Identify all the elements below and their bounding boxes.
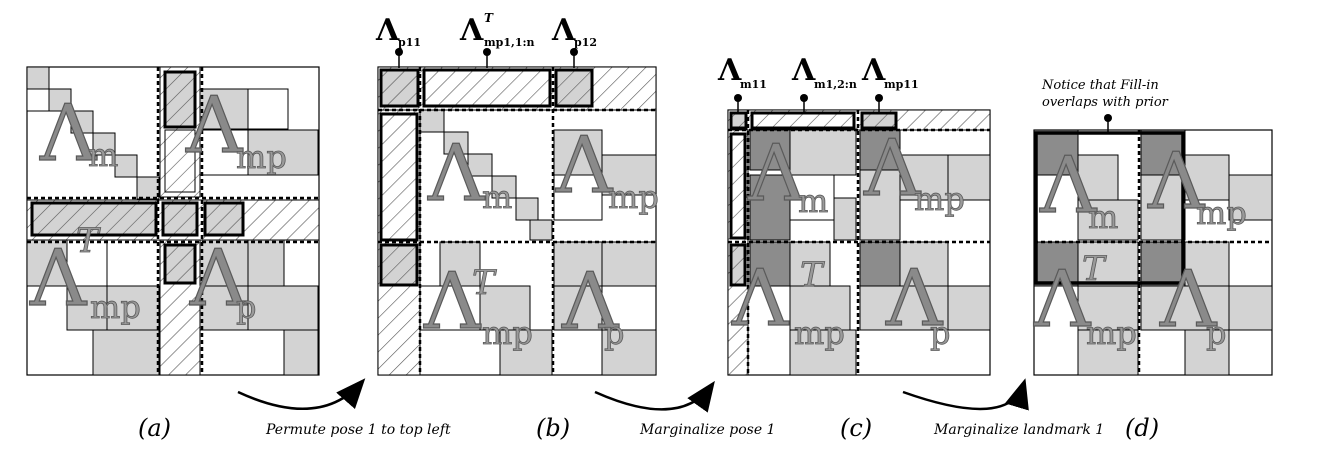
panel-b: Λ p11 Λ T mp1,1:n Λ p12 Λ m Λ mp T Λ mp … xyxy=(375,11,659,376)
label-lambda-mp-row: Λ xyxy=(459,13,484,48)
label-lambda-p11: Λ xyxy=(375,13,400,48)
lambda-mpT-superscript: T xyxy=(800,255,825,295)
arrow-label-permute: Permute pose 1 to top left xyxy=(265,422,451,438)
lambda-mp-symbol: Λ xyxy=(1147,137,1206,227)
lambda-m-subscript: m xyxy=(482,178,512,216)
label-lambda-mp-row-sub: mp1,1:n xyxy=(484,36,535,49)
panel-a: Λ m Λ mp T Λ mp Λ p xyxy=(26,66,320,376)
lambda-mp-subscript: mp xyxy=(608,178,659,216)
label-lambda-m11: Λ xyxy=(717,53,742,88)
lambda-mp-symbol: Λ xyxy=(863,124,922,214)
arrow-b-to-c xyxy=(594,380,715,413)
caption-b: (b) xyxy=(536,414,570,442)
label-lambda-m-row-sub: m1,2:n xyxy=(814,78,857,91)
panel-c: Λ m11 Λ m1,2:n Λ mp11 Λ m Λ mp T Λ mp Λ … xyxy=(717,53,991,376)
lambda-mpT-subscript: mp xyxy=(794,314,845,352)
label-lambda-m-row: Λ xyxy=(791,53,816,88)
lambda-mp-subscript: mp xyxy=(914,180,965,218)
lambda-p-subscript: p xyxy=(236,288,256,326)
lambda-mp-symbol: Λ xyxy=(185,81,244,171)
arrow-c-to-d xyxy=(902,378,1029,411)
lambda-mpT-subscript: mp xyxy=(1086,314,1137,352)
lambda-mpT-symbol: Λ xyxy=(731,254,790,344)
lambda-p-symbol: Λ xyxy=(885,254,944,344)
lambda-p-subscript: p xyxy=(604,314,624,352)
lambda-mp-subscript: mp xyxy=(236,138,287,176)
arrow-a-to-b xyxy=(237,378,366,411)
caption-c: (c) xyxy=(840,414,872,442)
lambda-p-symbol: Λ xyxy=(1159,255,1218,345)
label-lambda-mp11: Λ xyxy=(861,53,886,88)
lambda-mp-symbol: Λ xyxy=(555,121,614,211)
arrow-label-marginalize-pose: Marginalize pose 1 xyxy=(639,422,775,438)
lambda-mpT-subscript: mp xyxy=(482,314,533,352)
lambda-mpT-symbol: Λ xyxy=(1033,255,1092,345)
note-line-1: Notice that Fill-in xyxy=(1041,78,1159,93)
label-lambda-p11-sub: p11 xyxy=(398,36,421,49)
lambda-mpT-superscript: T xyxy=(472,263,497,303)
lambda-mpT-symbol: Λ xyxy=(29,234,88,324)
lambda-m-symbol: Λ xyxy=(1039,141,1098,231)
lambda-m-symbol: Λ xyxy=(747,129,806,219)
caption-d: (d) xyxy=(1125,414,1159,442)
label-lambda-mp-row-sup: T xyxy=(484,11,494,25)
lambda-p-symbol: Λ xyxy=(189,234,248,324)
lambda-m-subscript: m xyxy=(88,136,118,174)
lambda-mpT-subscript: mp xyxy=(90,288,141,326)
label-lambda-p12-sub: p12 xyxy=(574,36,597,49)
lambda-mpT-superscript: T xyxy=(76,221,101,261)
lambda-p-subscript: p xyxy=(1206,314,1226,352)
arrow-label-marginalize-landmark: Marginalize landmark 1 xyxy=(933,422,1104,438)
lambda-mpT-superscript: T xyxy=(1082,249,1107,289)
panel-d: Notice that Fill-in overlaps with prior … xyxy=(1032,78,1273,376)
lambda-m-symbol: Λ xyxy=(39,89,98,179)
caption-a: (a) xyxy=(138,414,171,442)
lambda-p-symbol: Λ xyxy=(561,257,620,347)
transition-arrows xyxy=(237,378,1029,413)
lambda-m-symbol: Λ xyxy=(427,129,486,219)
label-lambda-mp11-sub: mp11 xyxy=(884,78,919,91)
label-lambda-m11-sub: m11 xyxy=(740,78,767,91)
lambda-mpT-symbol: Λ xyxy=(423,257,482,347)
lambda-m-subscript: m xyxy=(1088,198,1118,236)
label-lambda-p12: Λ xyxy=(551,13,576,48)
lambda-m-subscript: m xyxy=(798,182,828,220)
note-line-2: overlaps with prior xyxy=(1042,95,1169,110)
lambda-p-subscript: p xyxy=(930,314,950,352)
lambda-mp-subscript: mp xyxy=(1196,194,1247,232)
